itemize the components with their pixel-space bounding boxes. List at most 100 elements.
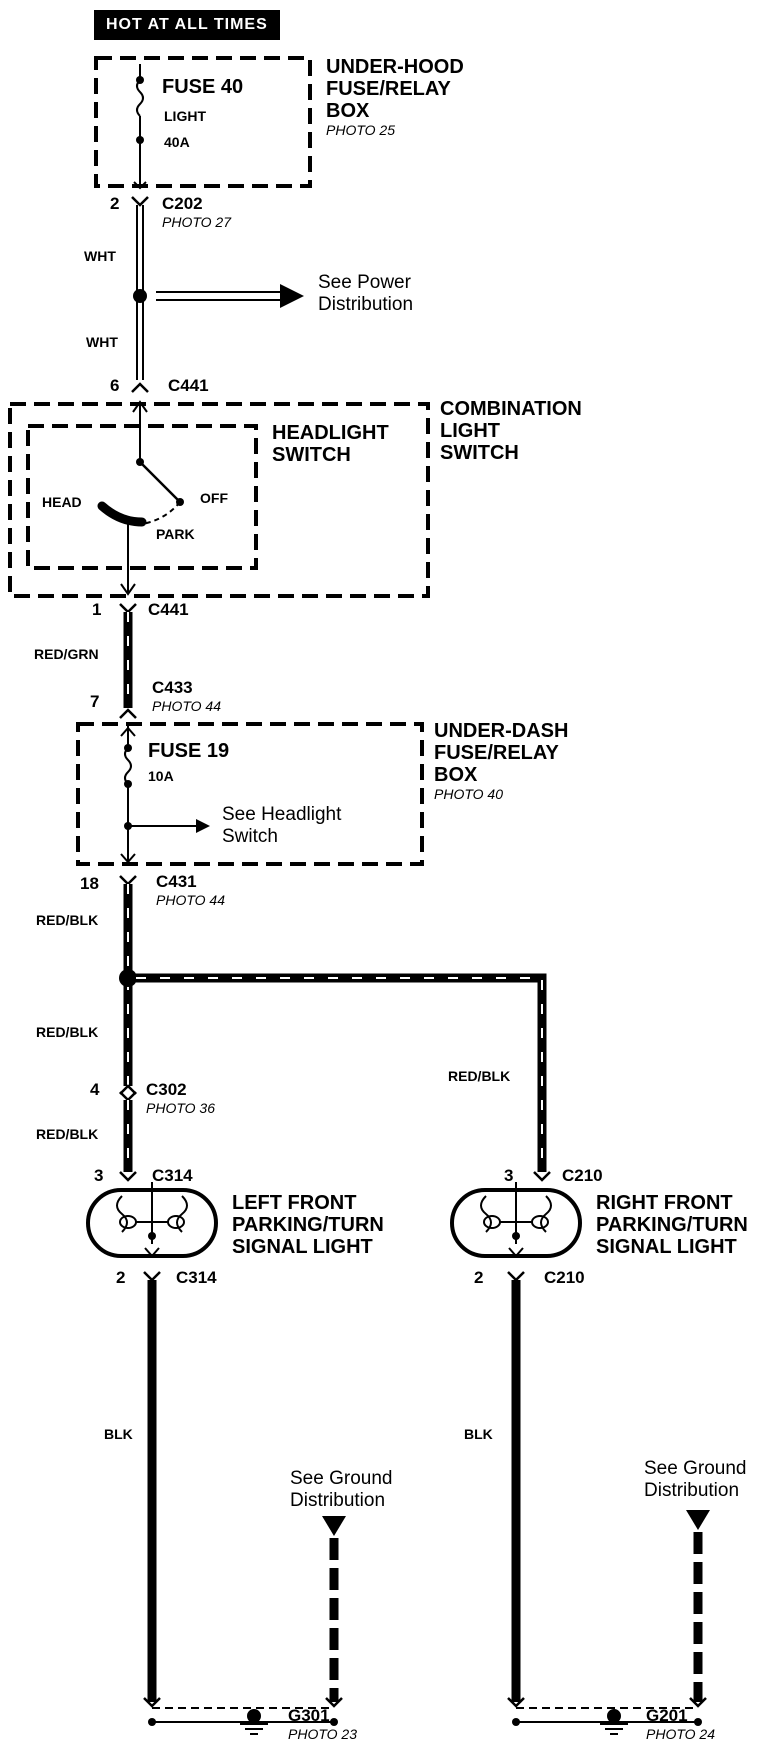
c210-bottom-name: C210 [544,1268,585,1287]
c210-top-connector-symbol [533,1171,551,1182]
combination-switch-title-2: LIGHT [440,420,500,442]
c431-pin: 18 [80,874,99,893]
right-light-title-2: PARKING/TURN [596,1214,748,1236]
g301-photo: PHOTO 23 [288,1726,357,1742]
fuse40-rating: 40A [164,134,190,150]
fuse40-symbol [136,64,144,186]
headlight-switch-outline [26,424,258,570]
c441-top-name: C441 [168,376,209,395]
headlight-switch-ref-2: Switch [222,826,278,847]
left-light-title-2: PARKING/TURN [232,1214,384,1236]
power-distribution-ref-2: Distribution [318,294,414,315]
under-dash-box-title-3: BOX [434,764,478,786]
c314-bottom-pin: 2 [116,1268,126,1287]
c314-top-pin: 3 [94,1166,104,1185]
c433-name: C433 [152,678,193,697]
c441-bottom-connector-symbol [119,603,137,614]
fuse40-name: FUSE 40 [162,76,244,98]
wire-blk-right-label: BLK [464,1426,493,1442]
c202-pin: 2 [110,194,120,213]
c441-top-connector-symbol [131,382,149,393]
g301-name: G301 [288,1706,330,1725]
c202-connector-symbol [131,196,149,207]
c302-connector-symbol [119,1084,137,1095]
ground-ref-right-1: See Ground [644,1458,747,1479]
under-dash-box-title-1: UNDER-DASH [434,720,569,742]
switch-park-arc [141,501,181,525]
under-hood-box-title-2: FUSE/RELAY [326,78,451,100]
fuse19-name: FUSE 19 [148,740,230,762]
c431-photo: PHOTO 44 [156,892,225,908]
fuse40-circuit: LIGHT [164,108,206,124]
right-light-title-1: RIGHT FRONT [596,1192,733,1214]
hot-at-all-times-label: HOT AT ALL TIMES [94,10,280,40]
wire-red-blk-label-d: RED/BLK [448,1068,511,1084]
c441-top-pin: 6 [110,376,120,395]
switch-position-head: HEAD [42,494,82,510]
combination-switch-title-1: COMBINATION [440,398,582,420]
c431-connector-symbol [119,875,137,886]
c202-photo: PHOTO 27 [162,214,231,230]
c210-top-name: C210 [562,1166,603,1185]
ground-symbol-g201 [600,1709,628,1735]
wire-red-blk-label-a: RED/BLK [36,912,99,928]
left-light-title-3: SIGNAL LIGHT [232,1236,373,1258]
ground-ref-arrow-right [686,1510,710,1530]
c314-bottom-connector-symbol [143,1271,161,1282]
ground-ref-left-1: See Ground [290,1468,393,1489]
wire-red-blk-label-b: RED/BLK [36,1024,99,1040]
c314-top-name: C314 [152,1166,193,1185]
arrow-headlight-switch [196,819,210,833]
under-hood-box-outline [94,56,312,188]
switch-head-contact [97,501,147,527]
right-light-title-3: SIGNAL LIGHT [596,1236,737,1258]
fuse40-terminal-bottom [136,136,144,144]
arrow-power-distribution [280,284,304,308]
wire-red-grn-label: RED/GRN [34,646,99,662]
fuse19-rating: 10A [148,768,174,784]
c314-bottom-name: C314 [176,1268,217,1287]
c210-bottom-pin: 2 [474,1268,484,1287]
under-dash-box-photo: PHOTO 40 [434,786,503,802]
under-dash-box-outline [76,722,424,866]
combination-switch-title-3: SWITCH [440,442,519,464]
wire-wht-label-lower: WHT [86,334,118,350]
splice-wht [133,289,147,303]
c431-name: C431 [156,872,197,891]
headlight-switch-title-2: SWITCH [272,444,351,466]
left-light-title-1: LEFT FRONT [232,1192,357,1214]
under-hood-box-title-3: BOX [326,100,370,122]
c441-bottom-pin: 1 [92,600,102,619]
switch-position-park: PARK [156,526,195,542]
c433-connector-symbol [119,708,137,719]
c202-name: C202 [162,194,203,213]
combination-switch-outline [8,402,430,598]
c433-photo: PHOTO 44 [152,698,221,714]
ground-ref-left-2: Distribution [290,1490,386,1511]
c302-pin: 4 [90,1080,100,1099]
wire-wht-label-upper: WHT [84,248,116,264]
power-distribution-ref-1: See Power [318,272,411,293]
wire-red-blk-label-c: RED/BLK [36,1126,99,1142]
g201-photo: PHOTO 24 [646,1726,715,1742]
headlight-switch-ref-1: See Headlight [222,804,342,825]
under-hood-box-photo: PHOTO 25 [326,122,395,138]
splice-red-blk [119,969,137,987]
under-dash-box-title-2: FUSE/RELAY [434,742,559,764]
g201-name: G201 [646,1706,688,1725]
ground-symbol-g301 [240,1709,268,1735]
c441-bottom-name: C441 [148,600,189,619]
c302-name: C302 [146,1080,187,1099]
switch-position-off: OFF [200,490,228,506]
c302-photo: PHOTO 36 [146,1100,215,1116]
fuse40-terminal-top [136,76,144,84]
under-hood-box-title-1: UNDER-HOOD [326,56,464,78]
c314-top-connector-symbol [119,1171,137,1182]
c210-bottom-connector-symbol [507,1271,525,1282]
c210-top-pin: 3 [504,1166,514,1185]
switch-blade [139,461,179,501]
ground-ref-right-2: Distribution [644,1480,740,1501]
headlight-switch-title-1: HEADLIGHT [272,422,389,444]
wire-blk-left-label: BLK [104,1426,133,1442]
